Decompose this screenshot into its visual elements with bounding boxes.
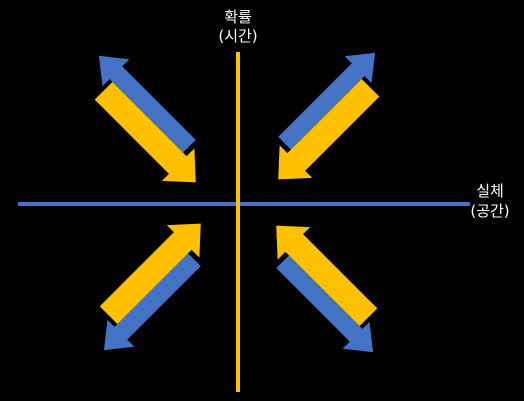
inward-arrow-top-left [94,81,196,183]
outward-arrow-top-right [278,52,376,150]
arrow-pair-top-left [94,55,196,183]
inward-arrow-top-right [278,78,380,180]
vertical-axis-label-line1: 확률 [224,8,252,26]
arrow-pair-top-right [278,52,380,180]
outward-arrow-bottom-left [103,253,201,351]
outward-arrow-top-left [98,55,196,153]
arrow-pair-bottom-left [99,223,201,351]
inward-arrow-bottom-left [99,223,201,325]
outward-arrow-bottom-right [276,255,374,353]
inward-arrow-bottom-right [276,225,378,327]
horizontal-axis-label-line1: 실체 [476,182,504,200]
arrow-pair-bottom-right [276,225,378,353]
vertical-axis-label-line2: (시간) [218,27,257,45]
horizontal-axis-label-line2: (공간) [470,202,509,220]
